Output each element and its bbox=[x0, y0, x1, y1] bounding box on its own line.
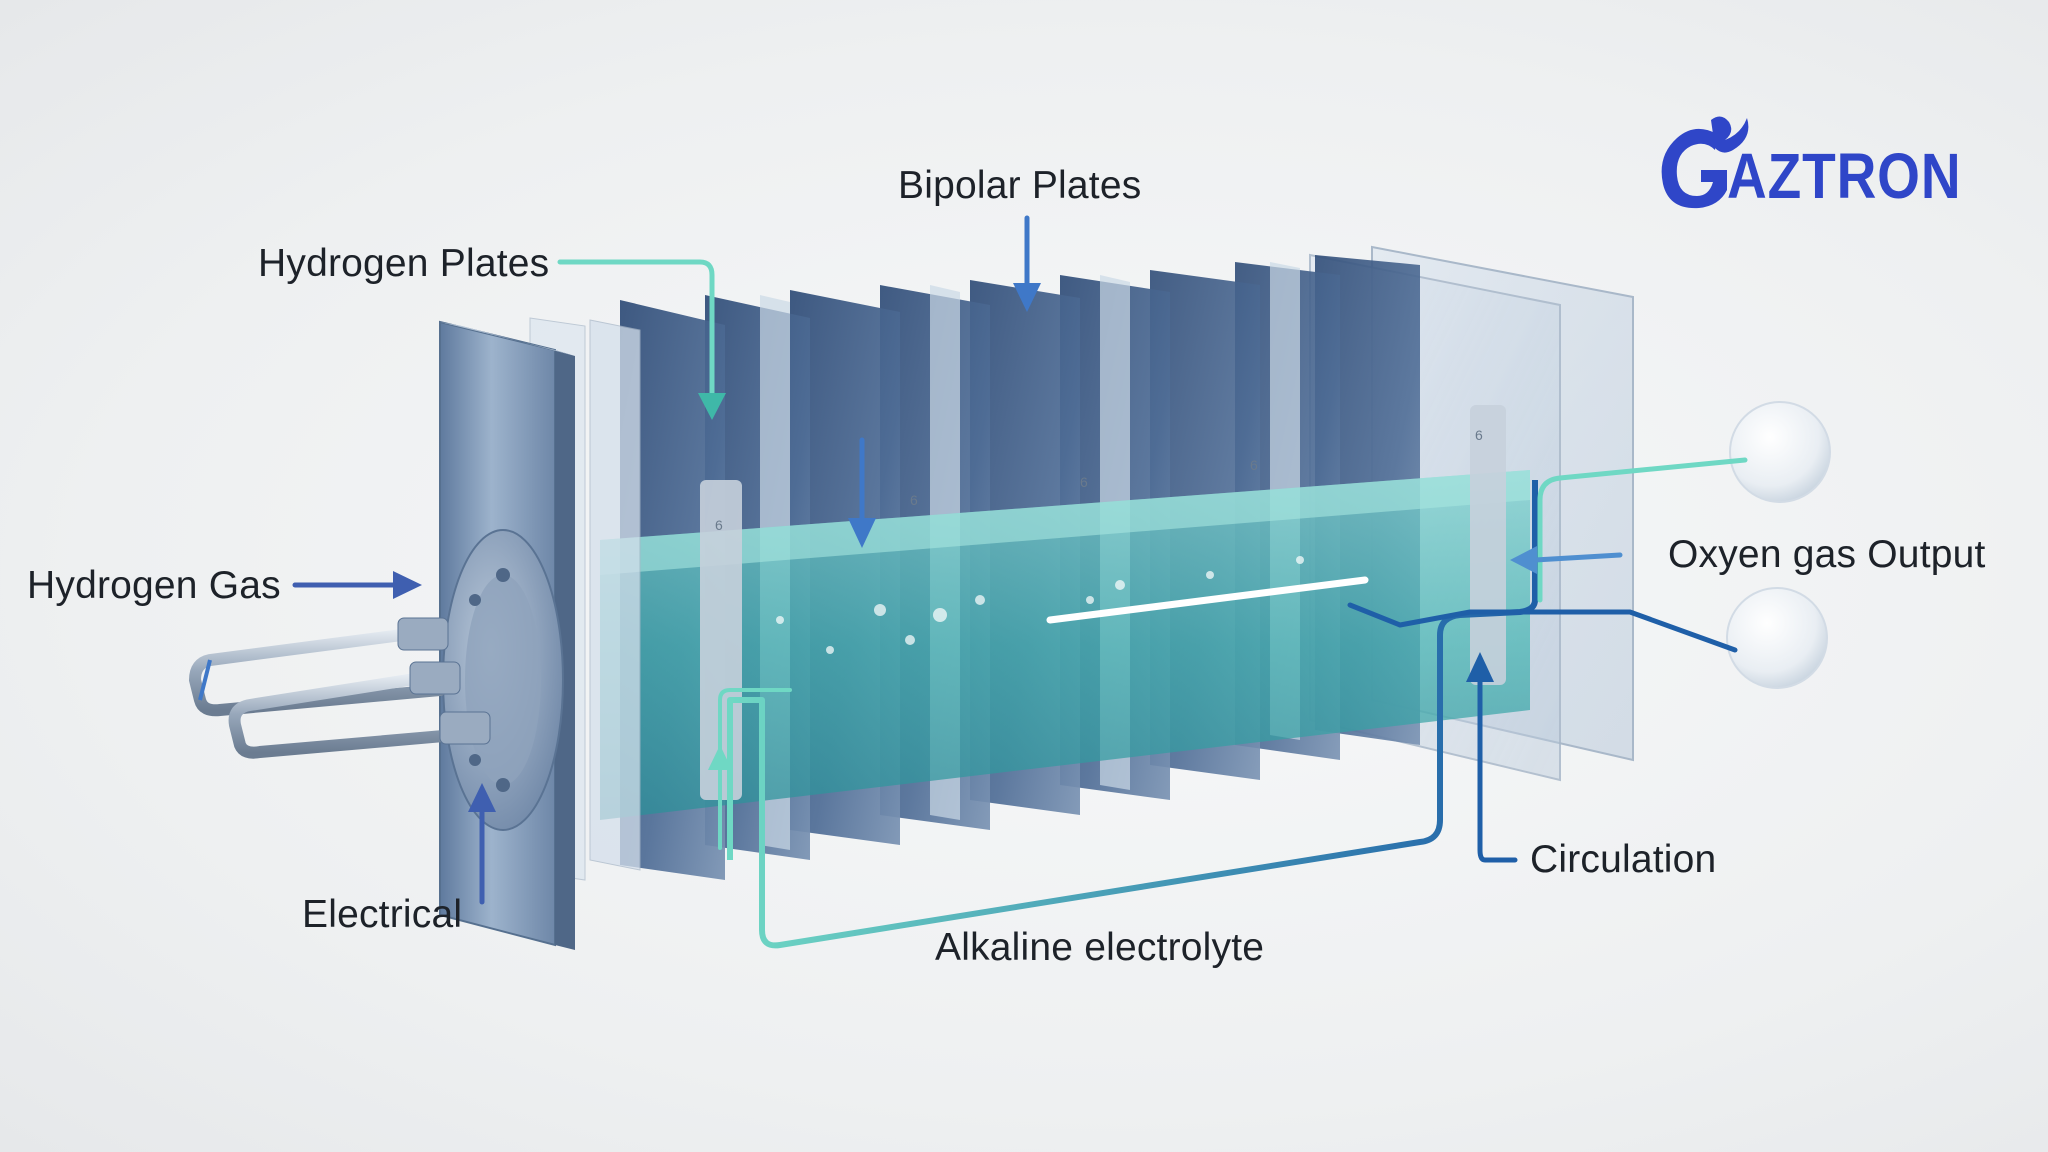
svg-text:6: 6 bbox=[1475, 427, 1483, 443]
plate-markings: 6 6 6 6 6 bbox=[715, 427, 1483, 533]
bipolar-plate-stack bbox=[529, 255, 1530, 881]
oxygen-bubble-lower bbox=[1726, 587, 1828, 689]
logo-wordmark: AZTRON bbox=[1727, 140, 1962, 212]
label-electrical: Electrical bbox=[302, 893, 463, 936]
highlight-bar bbox=[1046, 576, 1369, 624]
gaztron-logo: AZTRON bbox=[1655, 112, 1961, 222]
label-hydrogen-gas: Hydrogen Gas bbox=[27, 564, 281, 607]
front-end-plate bbox=[439, 320, 575, 950]
logo-g-mark bbox=[1661, 116, 1749, 209]
svg-text:6: 6 bbox=[910, 492, 918, 508]
label-oxygen-gas-output: Oxyen gas Output bbox=[1668, 533, 1986, 576]
svg-text:6: 6 bbox=[1250, 457, 1258, 473]
svg-text:6: 6 bbox=[1080, 474, 1088, 490]
label-hydrogen-plates: Hydrogen Plates bbox=[258, 242, 550, 285]
label-bipolar-plates: Bipolar Plates bbox=[898, 164, 1142, 207]
callout-arrows bbox=[292, 215, 1748, 905]
electrolyte-bubbles bbox=[776, 556, 1304, 654]
svg-text:6: 6 bbox=[715, 517, 723, 533]
pipes bbox=[188, 617, 491, 759]
label-alkaline-electrolyte: Alkaline electrolyte bbox=[935, 926, 1265, 969]
oxygen-bubble-upper bbox=[1729, 401, 1831, 503]
label-circulation: Circulation bbox=[1530, 838, 1717, 881]
